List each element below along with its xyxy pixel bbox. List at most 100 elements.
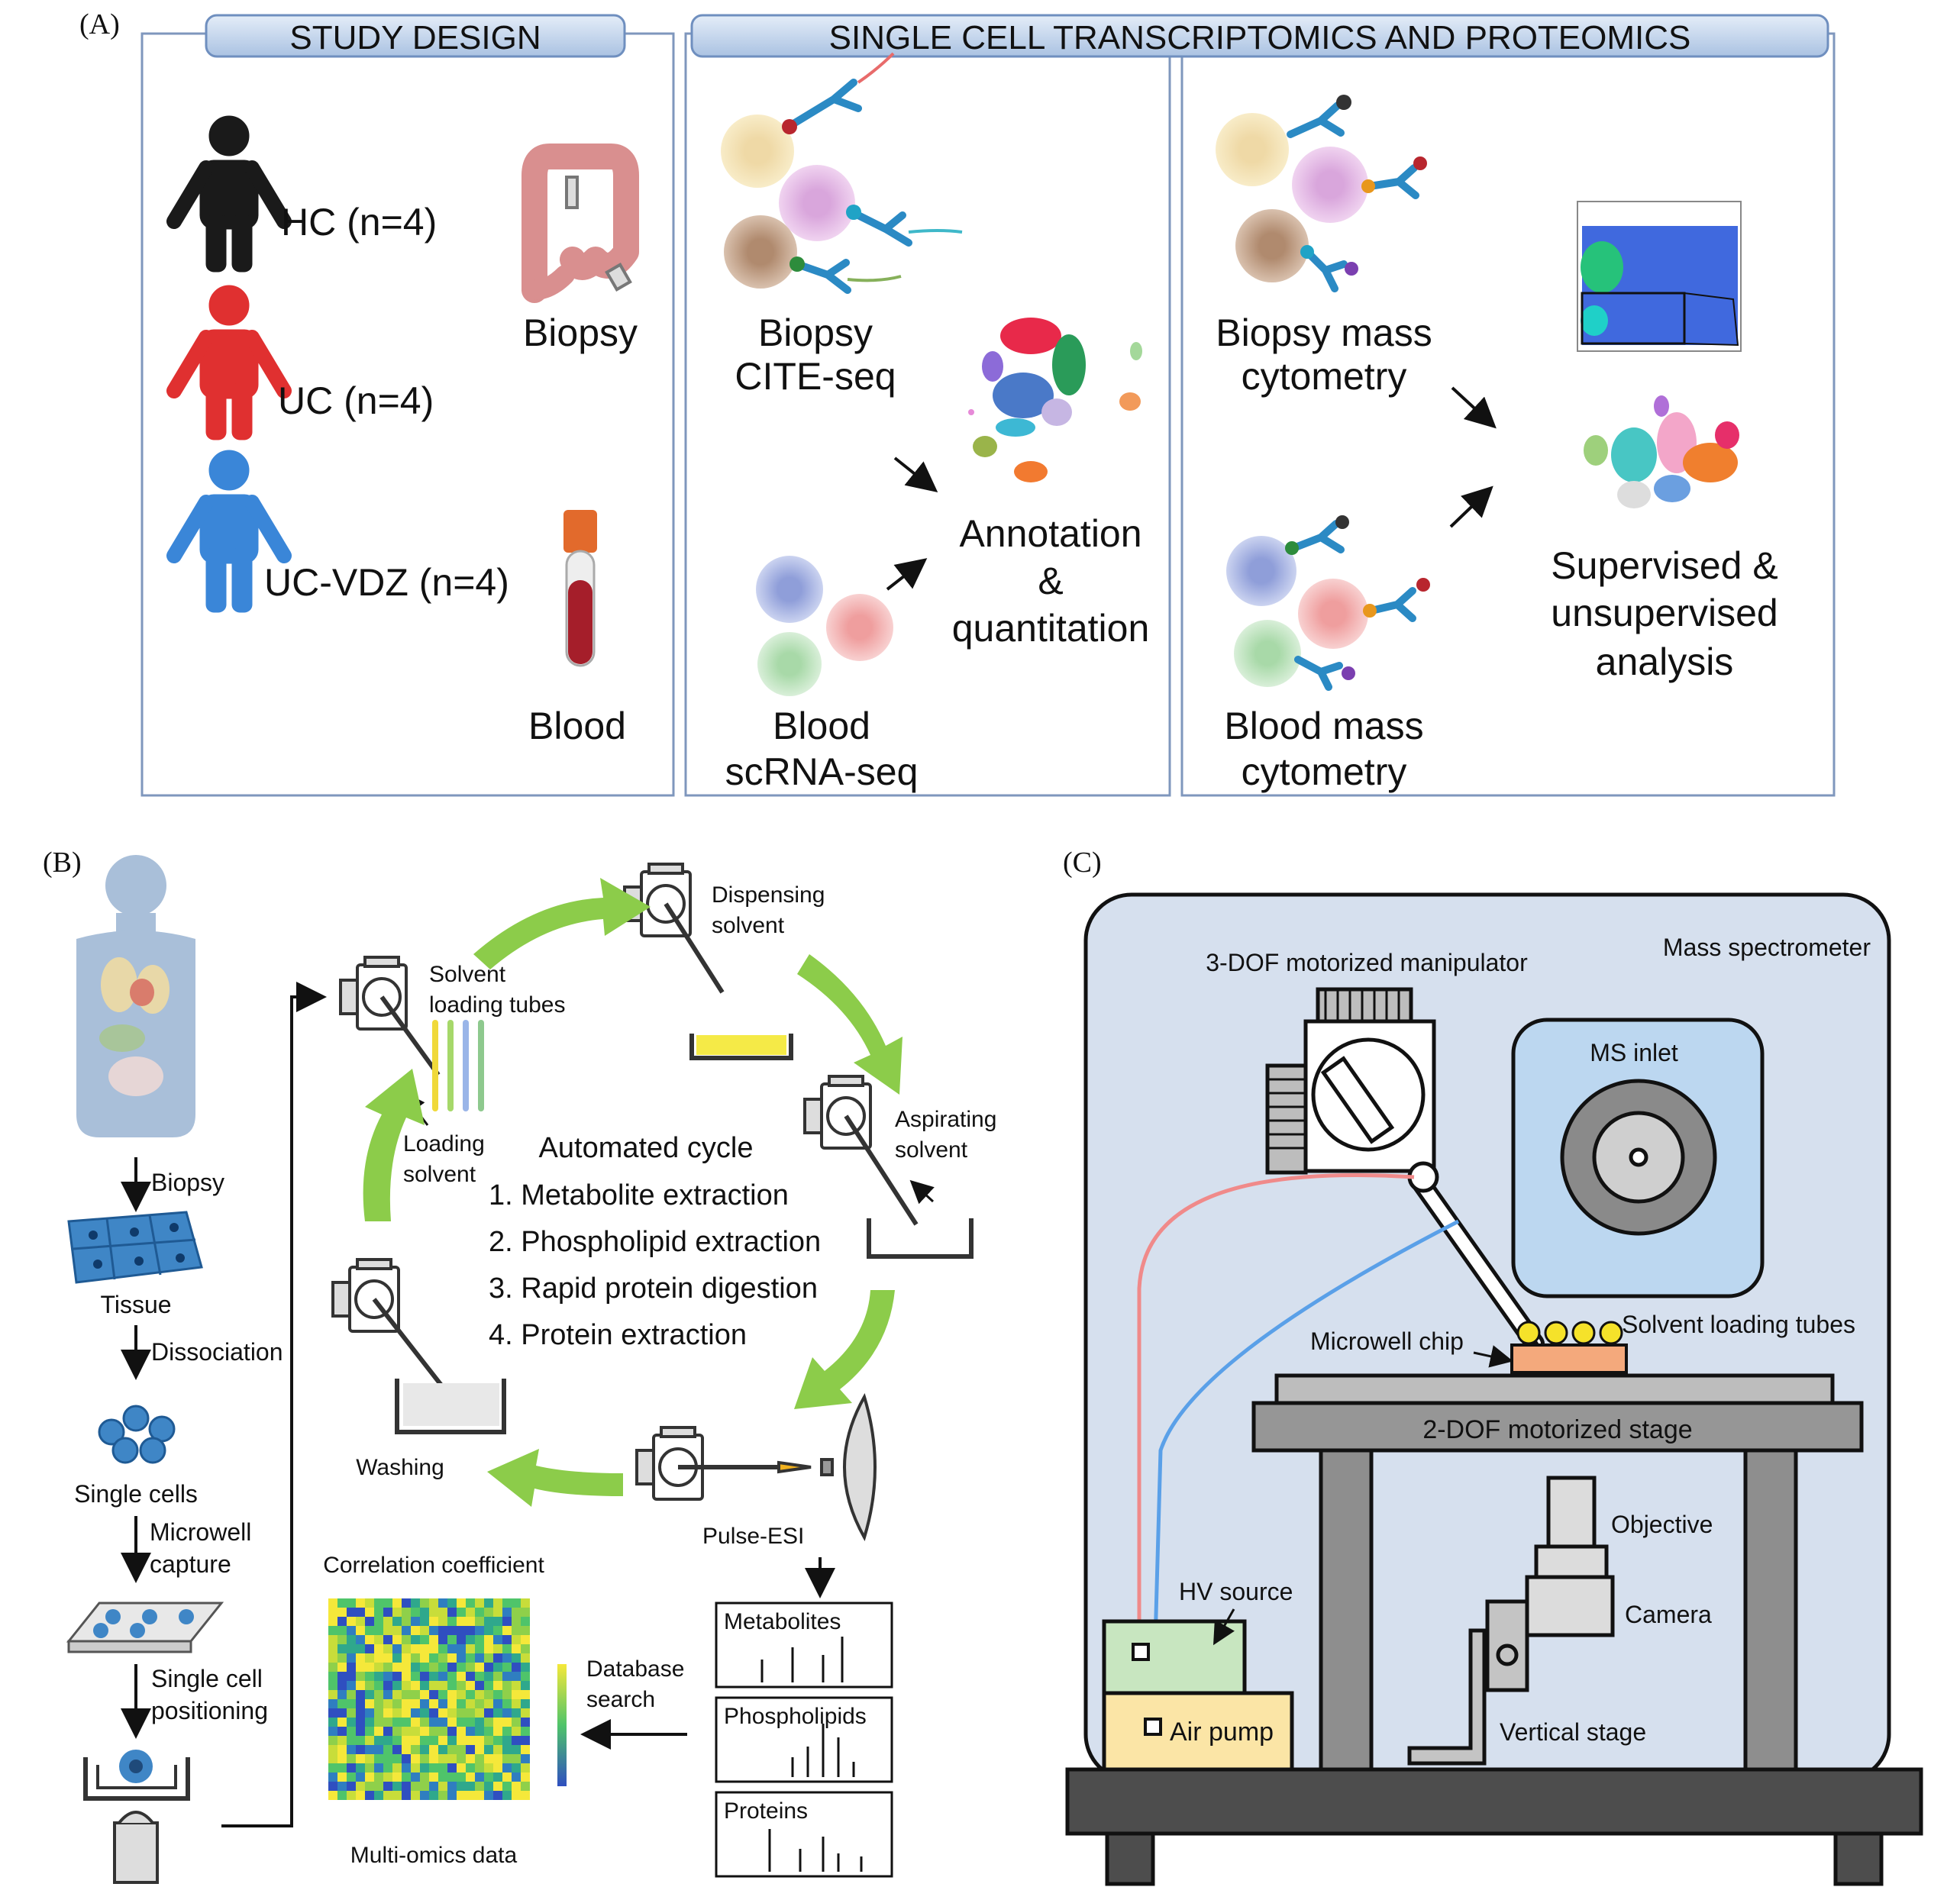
arrow-hv-source	[1213, 1608, 1235, 1646]
heatmap-cell	[475, 1681, 484, 1690]
study-design-header	[205, 14, 626, 58]
heatmap-cell	[337, 1635, 347, 1644]
heatmap-cell	[383, 1736, 392, 1745]
heatmap-cell	[411, 1791, 420, 1800]
heatmap-cell	[521, 1681, 530, 1690]
heatmap-cell	[447, 1708, 457, 1718]
heatmap-cell	[484, 1763, 493, 1772]
heatmap-cell	[420, 1653, 429, 1663]
heatmap-cell	[484, 1708, 493, 1718]
panel-c-label: (C)	[1063, 847, 1102, 879]
heatmap-cell	[374, 1653, 383, 1663]
heatmap-cell	[484, 1672, 493, 1681]
heatmap-cell	[411, 1782, 420, 1791]
solvent-tubes-c-label: Solvent loading tubes	[1622, 1311, 1855, 1338]
group-uc-label: UC (n=4)	[278, 379, 434, 422]
heatmap-cell	[475, 1782, 484, 1791]
person-ucvdz-icon	[166, 450, 292, 613]
heatmap-cell	[447, 1681, 457, 1690]
heatmap-cell	[347, 1635, 356, 1644]
heatmap-cell	[466, 1653, 475, 1663]
heatmap-cell	[502, 1690, 512, 1699]
heatmap-cell	[374, 1690, 383, 1699]
heatmap-cell	[411, 1736, 420, 1745]
heatmap-cell	[438, 1598, 447, 1608]
heatmap-cell	[429, 1708, 438, 1718]
heatmap-cell	[337, 1598, 347, 1608]
heatmap-cell	[493, 1635, 502, 1644]
heatmap-cell	[493, 1672, 502, 1681]
heatmap-cell	[337, 1708, 347, 1718]
heatmap-cell	[493, 1617, 502, 1626]
group-hc-label: HC (n=4)	[281, 201, 437, 244]
heatmap-cell	[420, 1663, 429, 1672]
heatmap-cell	[347, 1690, 356, 1699]
cycle-step-2: 2. Phospholipid extraction	[489, 1226, 821, 1258]
heatmap-cell	[457, 1727, 466, 1736]
heatmap-cell	[337, 1608, 347, 1617]
analysis-line1: Supervised &	[1551, 544, 1778, 587]
heatmap-cell	[512, 1763, 521, 1772]
heatmap-cell	[365, 1772, 374, 1782]
heatmap-cell	[438, 1690, 447, 1699]
heatmap-cell	[420, 1736, 429, 1745]
washing-label: Washing	[356, 1455, 444, 1480]
heatmap-cell	[365, 1782, 374, 1791]
heatmap-cell	[374, 1736, 383, 1745]
heatmap-cell	[402, 1635, 411, 1644]
biopsy-citeseq-line2: CITE-seq	[735, 355, 896, 398]
manipulator-loading-icon	[339, 956, 441, 1076]
heatmap-cell	[521, 1690, 530, 1699]
heatmap-cell	[438, 1772, 447, 1782]
heatmap-cell	[429, 1772, 438, 1782]
biopsy-citeseq-line1: Biopsy	[758, 311, 873, 354]
heatmap-cell	[402, 1699, 411, 1708]
well-and-objective-icon	[83, 1750, 190, 1884]
heatmap-cell	[521, 1772, 530, 1782]
heatmap-cell	[420, 1782, 429, 1791]
heatmap-cell	[411, 1690, 420, 1699]
heatmap-cell	[521, 1718, 530, 1727]
heatmap-cell	[328, 1699, 337, 1708]
heatmap-cell	[429, 1690, 438, 1699]
heatmap-cell	[383, 1617, 392, 1626]
heatmap-cell	[521, 1699, 530, 1708]
connector-to-cycle	[221, 982, 327, 1827]
microwell-chip	[1510, 1343, 1628, 1374]
heatmap-cell	[392, 1763, 402, 1772]
heatmap-cell	[457, 1754, 466, 1763]
correlation-label: Correlation coefficient	[323, 1553, 544, 1578]
heatmap-cell	[356, 1736, 365, 1745]
heatmap-cell	[447, 1699, 457, 1708]
air-port	[1144, 1718, 1162, 1736]
heatmap-cell	[337, 1745, 347, 1754]
heatmap-cell	[457, 1791, 466, 1800]
heatmap-cell	[337, 1617, 347, 1626]
heatmap-cell	[411, 1635, 420, 1644]
heatmap-cell	[402, 1782, 411, 1791]
heatmap-cell	[411, 1681, 420, 1690]
heatmap-cell	[512, 1690, 521, 1699]
stage-leg-right	[1743, 1448, 1798, 1773]
heatmap-cell	[521, 1635, 530, 1644]
heatmap-cell	[328, 1763, 337, 1772]
heatmap-cell	[356, 1763, 365, 1772]
heatmap-cell	[447, 1791, 457, 1800]
heatmap-cell	[337, 1782, 347, 1791]
spectrum-label-1: Phospholipids	[724, 1704, 867, 1729]
heatmap-cell	[475, 1763, 484, 1772]
cycle-arrows	[363, 878, 903, 1507]
heatmap-cell	[365, 1672, 374, 1681]
annotation-line1: Annotation	[959, 512, 1141, 555]
heatmap-cell	[374, 1617, 383, 1626]
heatmap-cell	[328, 1598, 337, 1608]
biopsy-mass-line1: Biopsy mass	[1216, 311, 1432, 354]
vertical-stage-label: Vertical stage	[1500, 1718, 1646, 1746]
heatmap-cell	[392, 1772, 402, 1782]
hv-source-label: HV source	[1179, 1578, 1293, 1605]
heatmap-cell	[383, 1727, 392, 1736]
heatmap-cell	[512, 1782, 521, 1791]
heatmap-cell	[429, 1626, 438, 1635]
heatmap-cell	[411, 1617, 420, 1626]
heatmap-cell	[402, 1663, 411, 1672]
